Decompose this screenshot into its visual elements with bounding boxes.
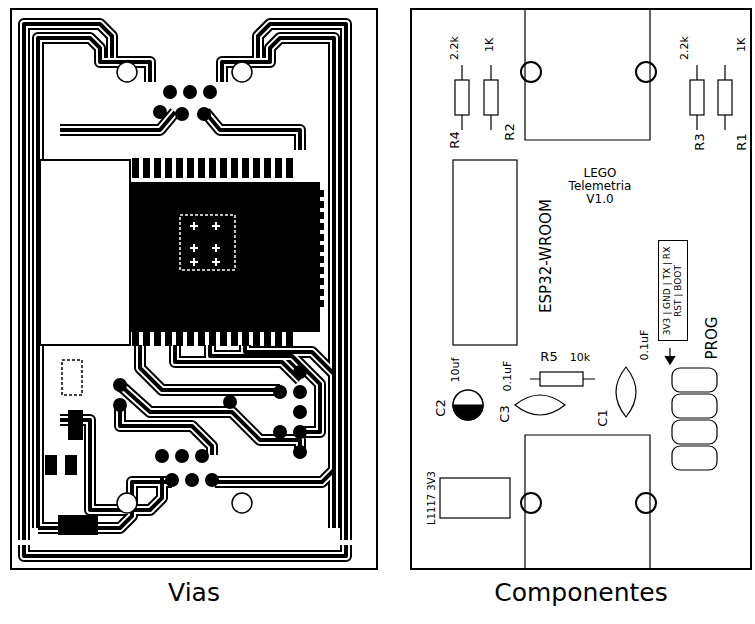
- part-name: C2: [434, 399, 448, 416]
- part-name: R3: [693, 133, 707, 150]
- part-name: R1: [735, 133, 749, 150]
- resistor-value: 10k: [570, 352, 590, 364]
- traces-left: [24, 24, 346, 556]
- pin-label-group: 3V3 | GND | TX | RXRST | BOOT: [662, 246, 684, 335]
- panel-caption: Vias: [12, 578, 376, 607]
- connector-name: PROG: [704, 317, 721, 360]
- part-name: C1: [596, 409, 610, 426]
- part-name: R5: [540, 350, 557, 364]
- capacitor-value: 0.1uF: [502, 361, 514, 392]
- pin-label: RST | BOOT: [673, 246, 684, 335]
- module-name: ESP32-WROOM: [538, 199, 555, 313]
- resistor-value: 1K: [484, 38, 496, 52]
- panel-caption: Componentes: [412, 578, 750, 607]
- resistor-value: 1K: [736, 38, 748, 52]
- board-title: LEGO Telemetria V1.0: [569, 167, 632, 207]
- esp32-footprint: [40, 158, 324, 346]
- pin-label: 3V3 | GND | TX | RX: [662, 246, 673, 335]
- resistor-value: 2.2k: [679, 36, 691, 60]
- board-traces-panel: Vias: [10, 8, 378, 570]
- part-name: R2: [503, 123, 517, 140]
- capacitor-value: 0.1uF: [639, 330, 651, 361]
- pin-label-box: 3V3 | GND | TX | RXRST | BOOT: [658, 240, 688, 341]
- resistor-value: 2.2k: [449, 36, 461, 60]
- silkscreen-right: [440, 10, 732, 570]
- regulator-name: L1117 3V3: [426, 471, 437, 525]
- pads-left: [45, 85, 307, 535]
- board-components-panel: Componentes3V3 | GND | TX | RXRST | BOOT: [410, 8, 752, 570]
- mounting-holes-left: [117, 62, 252, 513]
- part-name: C3: [498, 405, 512, 422]
- part-name: R4: [448, 131, 462, 148]
- capacitor-value: 10uf: [450, 358, 462, 383]
